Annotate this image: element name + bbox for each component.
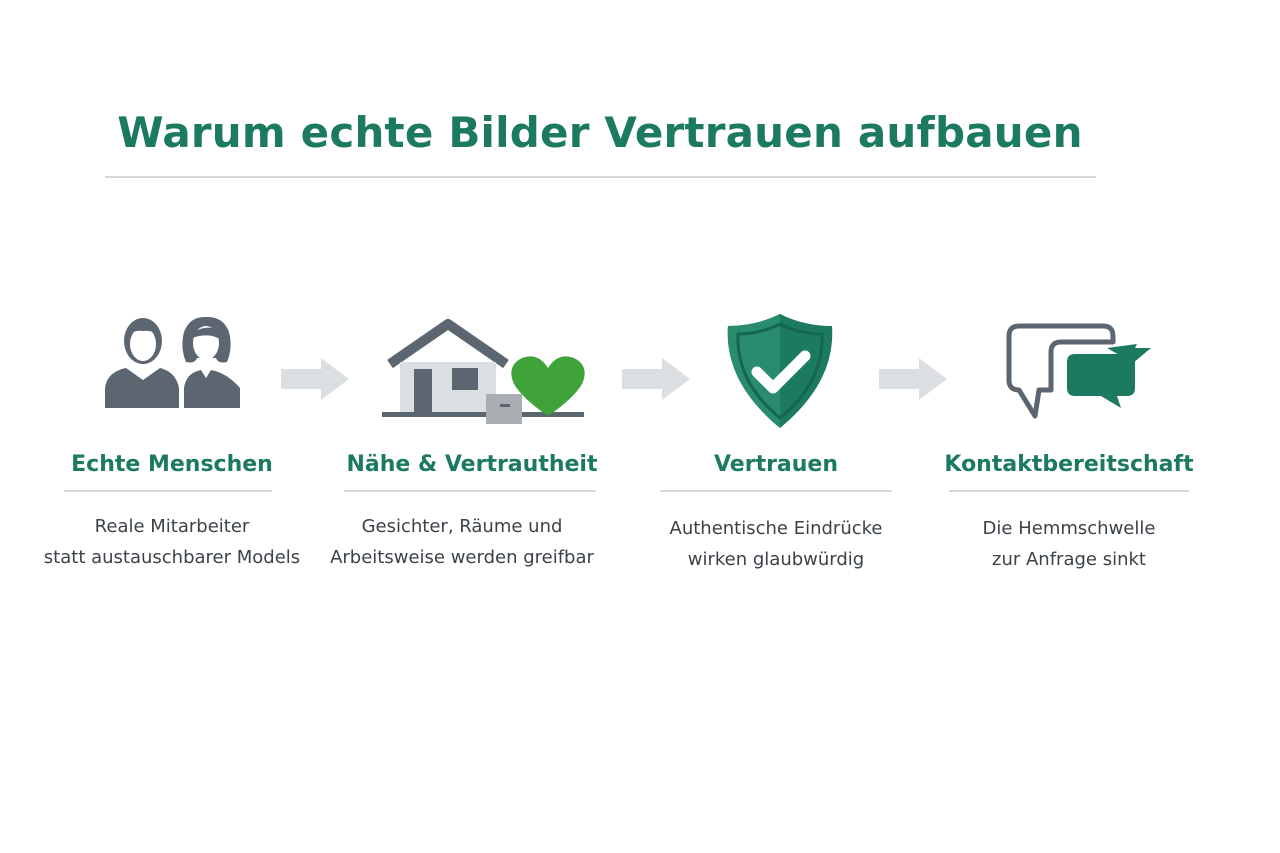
- arrow-right-icon: [281, 358, 349, 400]
- chat-bubbles-icon: [1006, 323, 1151, 419]
- step-divider: [64, 490, 272, 492]
- page-title: Warum echte Bilder Vertrauen aufbauen: [117, 108, 1083, 157]
- step-divider: [949, 490, 1189, 492]
- step-description-line: Die Hemmschwelle: [982, 518, 1156, 539]
- step-description: Reale Mitarbeiter statt austauschbarer M…: [22, 511, 322, 573]
- arrow-right-icon: [622, 358, 690, 400]
- step-divider: [344, 490, 596, 492]
- step-description-line: Authentische Eindrücke: [669, 518, 883, 539]
- step-description-line: wirken glaubwürdig: [687, 549, 865, 570]
- step-title: Vertrauen: [713, 452, 839, 477]
- step-title: Echte Menschen: [71, 452, 273, 477]
- step-naehe-vertrautheit: Nähe & Vertrautheit Gesichter, Räume und…: [322, 0, 622, 853]
- step-description: Gesichter, Räume und Arbeitsweise werden…: [312, 511, 612, 573]
- step-vertrauen: Vertrauen Authentische Eindrücke wirken …: [626, 0, 926, 853]
- title-divider: [105, 176, 1096, 178]
- house-heart-icon: [382, 319, 585, 424]
- step-divider: [660, 490, 892, 492]
- step-description: Die Hemmschwelle zur Anfrage sinkt: [919, 513, 1219, 575]
- step-description-line: Reale Mitarbeiter: [94, 516, 250, 537]
- step-description: Authentische Eindrücke wirken glaubwürdi…: [626, 513, 926, 575]
- arrow-right-icon: [879, 358, 947, 400]
- step-description-line: statt austauschbarer Models: [43, 547, 301, 568]
- step-title: Kontaktbereitschaft: [944, 452, 1194, 477]
- step-description-line: Gesichter, Räume und: [361, 516, 563, 537]
- people-icon: [105, 316, 240, 408]
- step-description-line: Arbeitsweise werden greifbar: [330, 547, 594, 568]
- step-title: Nähe & Vertrautheit: [346, 452, 598, 477]
- shield-check-icon: [727, 314, 833, 428]
- step-echte-menschen: Echte Menschen Reale Mitarbeiter statt a…: [22, 0, 322, 853]
- step-kontaktbereitschaft: Kontaktbereitschaft Die Hemmschwelle zur…: [919, 0, 1219, 853]
- step-description-line: zur Anfrage sinkt: [992, 549, 1146, 570]
